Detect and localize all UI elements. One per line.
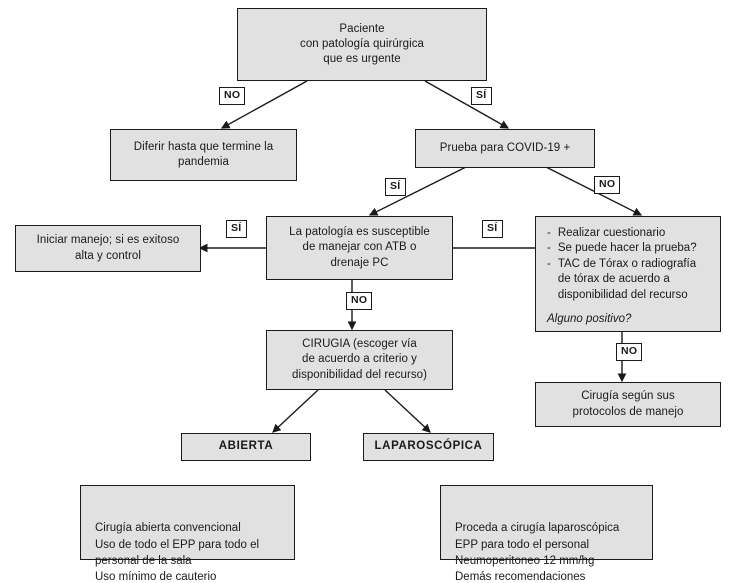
node-prueba-covid-label: Prueba para COVID-19 + bbox=[439, 141, 571, 154]
edge-paciente-prueba bbox=[424, 80, 510, 129]
edge-label-si-patologia: SÍ bbox=[385, 178, 406, 196]
edge-cirugia-laparoscopica bbox=[384, 389, 431, 433]
note-laparoscopica-text: Proceda a cirugía laparoscópica EPP para… bbox=[455, 522, 620, 583]
list-dash: - bbox=[547, 257, 551, 270]
node-cirugia-protocolos[interactable]: Cirugía según sus protocolos de manejo bbox=[535, 382, 721, 427]
node-cirugia-escoger[interactable]: CIRUGIA (escoger vía de acuerdo a criter… bbox=[266, 330, 453, 390]
list-item-label: Se puede hacer la prueba? bbox=[557, 242, 697, 255]
node-patologia-susceptible[interactable]: La patología es susceptible de manejar c… bbox=[266, 216, 453, 280]
node-laparoscopica[interactable]: LAPAROSCÓPICA bbox=[363, 433, 494, 461]
node-paciente-label: Paciente con patología quirúrgica que es… bbox=[300, 22, 424, 66]
edge-label-si-prueba: SÍ bbox=[471, 87, 492, 105]
edge-label-no-cirugia: NO bbox=[346, 292, 373, 310]
evaluacion-question: Alguno positivo? bbox=[547, 313, 632, 326]
node-iniciar-manejo[interactable]: Iniciar manejo; si es exitoso alta y con… bbox=[15, 225, 201, 272]
list-item-label: Realizar cuestionario bbox=[557, 227, 666, 239]
edge-label-no-evaluacion: NO bbox=[594, 176, 621, 194]
edge-cirugia-abierta bbox=[272, 389, 319, 433]
list-item-label: TAC de Tórax o radiografía de tórax de a… bbox=[557, 257, 697, 301]
edge-label-no-protocolos: NO bbox=[616, 343, 643, 361]
list-item: - Se puede hacer la prueba? bbox=[547, 241, 710, 256]
note-abierta-text: Cirugía abierta convencional Uso de todo… bbox=[95, 522, 260, 583]
edge-label-no-diferir: NO bbox=[219, 87, 246, 105]
list-item: - Realizar cuestionario bbox=[547, 226, 710, 241]
list-dash: - bbox=[547, 242, 551, 255]
list-dash: - bbox=[547, 227, 551, 239]
edge-label-si-iniciar-manejo: SÍ bbox=[226, 220, 247, 238]
node-evaluacion[interactable]: - Realizar cuestionario - Se puede hacer… bbox=[535, 216, 721, 332]
note-laparoscopica[interactable]: Proceda a cirugía laparoscópica EPP para… bbox=[440, 485, 653, 583]
node-prueba-covid[interactable]: Prueba para COVID-19 + bbox=[415, 129, 595, 168]
edge-label-si-evaluacion-patologia: SÍ bbox=[482, 220, 503, 238]
node-iniciar-manejo-label: Iniciar manejo; si es exitoso alta y con… bbox=[36, 234, 180, 262]
node-abierta[interactable]: ABIERTA bbox=[181, 433, 311, 461]
node-diferir-label: Diferir hasta que termine la pandemia bbox=[133, 140, 274, 168]
node-paciente[interactable]: Paciente con patología quirúrgica que es… bbox=[237, 8, 487, 81]
note-abierta[interactable]: Cirugía abierta convencional Uso de todo… bbox=[80, 485, 295, 583]
node-cirugia-escoger-label: CIRUGIA (escoger vía de acuerdo a criter… bbox=[292, 338, 427, 381]
node-laparoscopica-label: LAPAROSCÓPICA bbox=[374, 440, 483, 453]
node-diferir[interactable]: Diferir hasta que termine la pandemia bbox=[110, 129, 297, 181]
node-patologia-susceptible-label: La patología es susceptible de manejar c… bbox=[289, 226, 430, 269]
node-cirugia-protocolos-label: Cirugía según sus protocolos de manejo bbox=[572, 390, 684, 418]
list-item: - TAC de Tórax o radiografía de tórax de… bbox=[547, 257, 710, 303]
node-abierta-label: ABIERTA bbox=[218, 440, 274, 453]
